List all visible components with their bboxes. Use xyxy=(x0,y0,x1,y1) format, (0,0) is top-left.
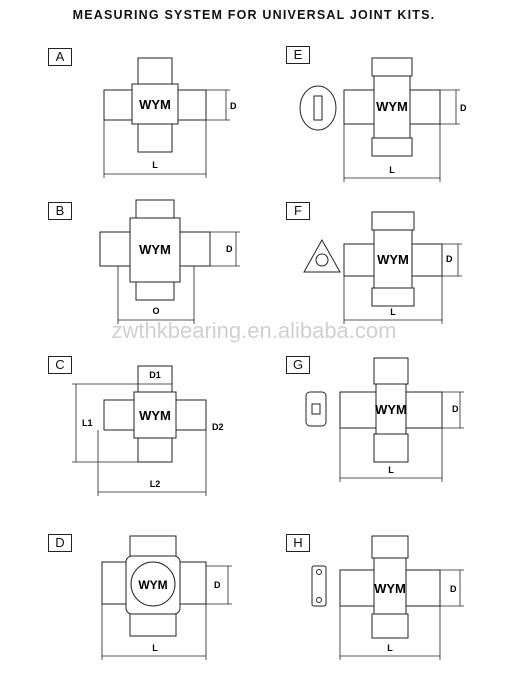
panel-f: F WYM D L xyxy=(254,200,508,362)
brand-text: WYM xyxy=(138,578,167,592)
watermark: zwthkbearing.en.alibaba.com xyxy=(111,318,397,343)
dim-label: L1 xyxy=(82,418,93,428)
joint-diagram-g: WYM D L xyxy=(305,357,464,482)
panel-label: A xyxy=(48,48,72,66)
panel-g: G WYM D L xyxy=(254,354,508,516)
dim-label: O xyxy=(152,306,159,316)
panel-label: E xyxy=(286,46,310,64)
panel-a: A WYM D L xyxy=(0,40,254,202)
dim-label: L xyxy=(152,160,158,170)
retainer-icon xyxy=(305,391,327,427)
bearing-cap-icon xyxy=(299,85,337,131)
dim-label: D xyxy=(446,254,453,264)
strap-icon xyxy=(311,565,327,607)
brand-text: WYM xyxy=(139,242,171,257)
page-title: MEASURING SYSTEM FOR UNIVERSAL JOINT KIT… xyxy=(72,8,436,22)
joint-diagram-h: WYM D L xyxy=(311,535,464,660)
panel-label: D xyxy=(48,534,72,552)
joint-diagram-e: WYM D L xyxy=(299,57,467,182)
brand-text: WYM xyxy=(375,402,407,417)
panel-b: B WYM D O xyxy=(0,199,254,362)
joint-diagram-f: WYM D L xyxy=(303,211,462,324)
brand-text: WYM xyxy=(139,97,171,112)
dim-label: D xyxy=(450,584,457,594)
panel-label: B xyxy=(48,202,72,220)
dim-label: D xyxy=(460,103,467,113)
dim-label: D xyxy=(226,244,233,254)
dim-label: L xyxy=(152,643,158,653)
dim-label: L xyxy=(387,643,393,653)
dim-label: D xyxy=(452,404,459,414)
dim-label: L xyxy=(389,165,395,175)
panel-label: F xyxy=(286,202,310,220)
joint-diagram-c: WYM D1 L1 D2 L2 xyxy=(72,365,224,496)
brand-text: WYM xyxy=(374,581,406,596)
dim-label: D xyxy=(230,101,237,111)
panel-e: E WYM D L xyxy=(254,40,508,202)
joint-diagram-b: WYM D O xyxy=(99,199,240,324)
dim-label: L2 xyxy=(150,479,161,489)
joint-diagram-d: WYM D L xyxy=(101,535,232,660)
panel-h: H WYM D L xyxy=(254,510,508,672)
dim-label: L xyxy=(388,465,394,475)
dim-label: D xyxy=(214,580,221,590)
panel-label: C xyxy=(48,356,72,374)
dim-label: D1 xyxy=(149,370,161,380)
dim-label: D2 xyxy=(212,422,224,432)
brand-text: WYM xyxy=(139,408,171,423)
panel-label: H xyxy=(286,534,310,552)
brand-text: WYM xyxy=(377,252,409,267)
brand-text: WYM xyxy=(376,99,408,114)
panel-c: C WYM D1 L1 D2 L2 xyxy=(0,354,254,516)
panel-d: D WYM D L xyxy=(0,510,254,672)
joint-diagram-a: WYM D L xyxy=(103,57,237,178)
panel-label: G xyxy=(286,356,310,374)
dim-label: L xyxy=(390,307,396,317)
triangle-cap-icon xyxy=(303,238,341,273)
